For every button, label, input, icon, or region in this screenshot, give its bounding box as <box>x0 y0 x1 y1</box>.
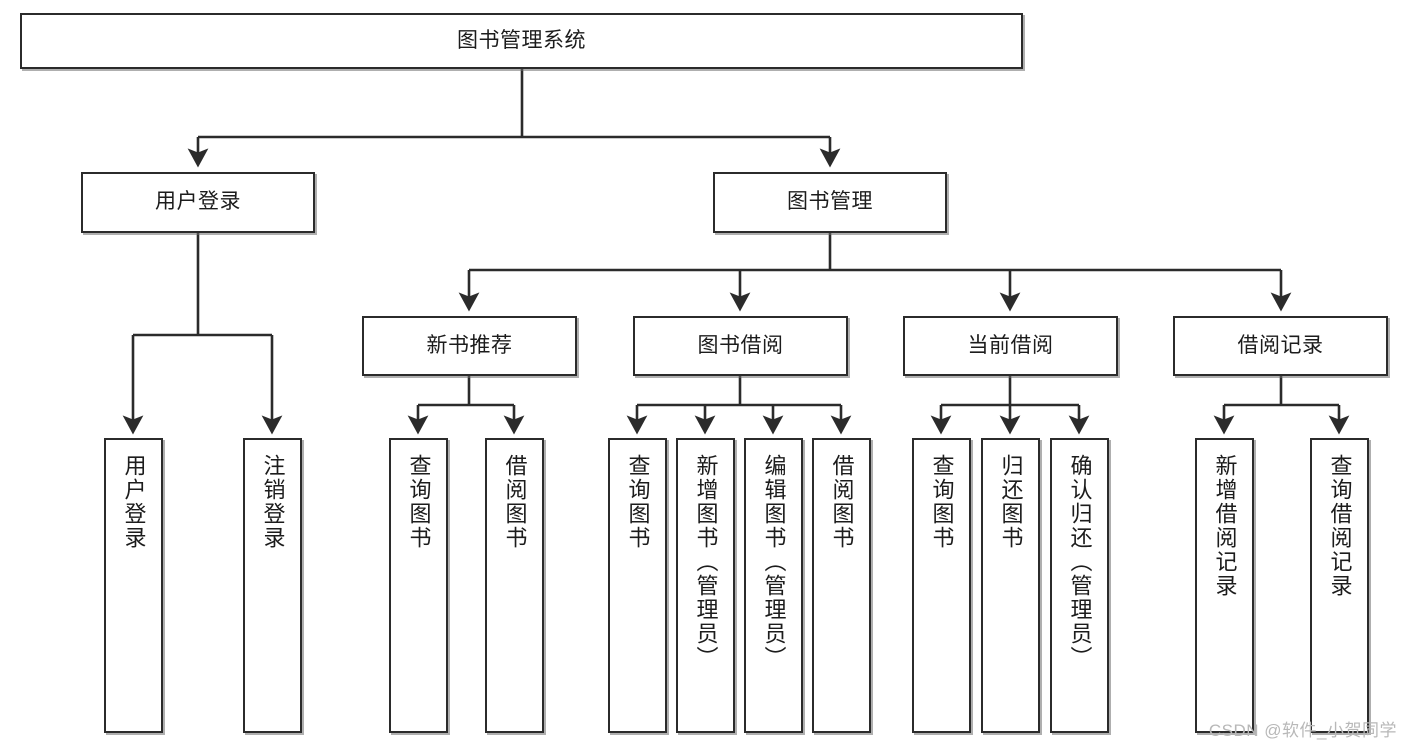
leaf-user-login-login[interactable]: 用户登录 <box>104 438 163 733</box>
node-book-borrow-label: 图书借阅 <box>697 333 784 357</box>
leaf-borrow-add-book[interactable]: 新增图书（管理员） <box>676 438 735 733</box>
leaf-user-login-logout[interactable]: 注销登录 <box>243 438 302 733</box>
leaf-borrow-add-book-label: 新增图书（管理员） <box>693 454 719 670</box>
leaf-current-return-book-label: 归还图书 <box>998 454 1024 550</box>
node-root-label: 图书管理系统 <box>457 28 586 52</box>
leaf-user-login-login-label: 用户登录 <box>121 454 147 550</box>
leaf-borrow-edit-book-label: 编辑图书（管理员） <box>761 454 787 670</box>
leaf-current-query-book[interactable]: 查询图书 <box>912 438 971 733</box>
node-book-management[interactable]: 图书管理 <box>713 172 947 233</box>
leaf-recommend-query-book[interactable]: 查询图书 <box>389 438 448 733</box>
leaf-record-add-record-label: 新增借阅记录 <box>1212 454 1238 598</box>
leaf-borrow-borrow-book[interactable]: 借阅图书 <box>812 438 871 733</box>
node-user-login[interactable]: 用户登录 <box>81 172 315 233</box>
node-book-management-label: 图书管理 <box>787 190 873 214</box>
leaf-recommend-query-book-label: 查询图书 <box>406 454 432 550</box>
leaf-borrow-edit-book[interactable]: 编辑图书（管理员） <box>744 438 803 733</box>
leaf-recommend-borrow-book[interactable]: 借阅图书 <box>485 438 544 733</box>
node-book-borrow[interactable]: 图书借阅 <box>633 316 848 376</box>
leaf-current-query-book-label: 查询图书 <box>929 454 955 550</box>
leaf-borrow-query-book[interactable]: 查询图书 <box>608 438 667 733</box>
node-new-book-recommend-label: 新书推荐 <box>426 333 513 357</box>
leaf-record-add-record[interactable]: 新增借阅记录 <box>1195 438 1254 733</box>
leaf-recommend-borrow-book-label: 借阅图书 <box>502 454 528 550</box>
leaf-current-return-book[interactable]: 归还图书 <box>981 438 1040 733</box>
node-borrow-record[interactable]: 借阅记录 <box>1173 316 1388 376</box>
leaf-borrow-borrow-book-label: 借阅图书 <box>829 454 855 550</box>
node-current-borrow-label: 当前借阅 <box>967 333 1054 357</box>
node-new-book-recommend[interactable]: 新书推荐 <box>362 316 577 376</box>
node-current-borrow[interactable]: 当前借阅 <box>903 316 1118 376</box>
node-root[interactable]: 图书管理系统 <box>20 13 1023 69</box>
csdn-watermark: CSDN @软件_小贺同学 <box>1208 721 1397 740</box>
leaf-current-confirm-return[interactable]: 确认归还（管理员） <box>1050 438 1109 733</box>
leaf-borrow-query-book-label: 查询图书 <box>625 454 651 550</box>
leaf-record-query-record[interactable]: 查询借阅记录 <box>1310 438 1369 733</box>
node-borrow-record-label: 借阅记录 <box>1237 333 1324 357</box>
leaf-current-confirm-return-label: 确认归还（管理员） <box>1067 454 1093 670</box>
node-user-login-label: 用户登录 <box>155 190 241 214</box>
leaf-user-login-logout-label: 注销登录 <box>260 454 286 550</box>
leaf-record-query-record-label: 查询借阅记录 <box>1327 454 1353 598</box>
